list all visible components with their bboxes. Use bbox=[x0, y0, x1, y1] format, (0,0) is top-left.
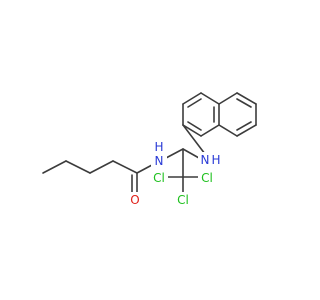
bond-ring-a-3 bbox=[200, 92, 220, 105]
chlorine-left-label: Cl bbox=[153, 171, 165, 185]
bond-ring-b-4 bbox=[236, 124, 257, 137]
molecule-structure: O N H N H Cl Cl Cl bbox=[42, 92, 257, 208]
bond-chain-3 bbox=[89, 160, 114, 174]
bond-nh-aryl bbox=[182, 124, 206, 155]
atom-layer: O N H N H Cl Cl Cl bbox=[128, 140, 222, 208]
bond-ring-b-5 bbox=[218, 124, 238, 137]
bond-ring-a-5 bbox=[200, 124, 220, 137]
bond-chain-1 bbox=[42, 160, 67, 174]
bond-ring-a-double-1 bbox=[187, 98, 202, 108]
oxygen-atom-label: O bbox=[130, 193, 139, 207]
bond-ring-b-1 bbox=[218, 92, 238, 105]
chlorine-right-label: Cl bbox=[201, 171, 213, 185]
chlorine-bottom-label: Cl bbox=[177, 193, 189, 207]
bond-ring-a-2 bbox=[182, 92, 202, 105]
amine-nitrogen-label: N bbox=[201, 153, 210, 167]
bond-ring-b-double-1 bbox=[236, 98, 252, 108]
amide-hydrogen-label: H bbox=[154, 140, 163, 154]
bond-ch-nh bbox=[182, 148, 200, 159]
bond-layer bbox=[42, 92, 257, 195]
amine-hydrogen-label: H bbox=[211, 153, 220, 167]
bond-n-ch bbox=[165, 148, 184, 159]
amide-nitrogen-label: N bbox=[155, 154, 164, 168]
bond-ring-a-double-2 bbox=[187, 121, 202, 131]
bond-ring-b-2 bbox=[236, 92, 257, 105]
bond-chain-4 bbox=[112, 160, 138, 174]
bond-ring-b-double-2 bbox=[236, 121, 252, 131]
bond-chain-2 bbox=[65, 160, 91, 174]
bond-amide-cn bbox=[136, 164, 153, 174]
bond-ring-a-6 bbox=[182, 124, 202, 137]
